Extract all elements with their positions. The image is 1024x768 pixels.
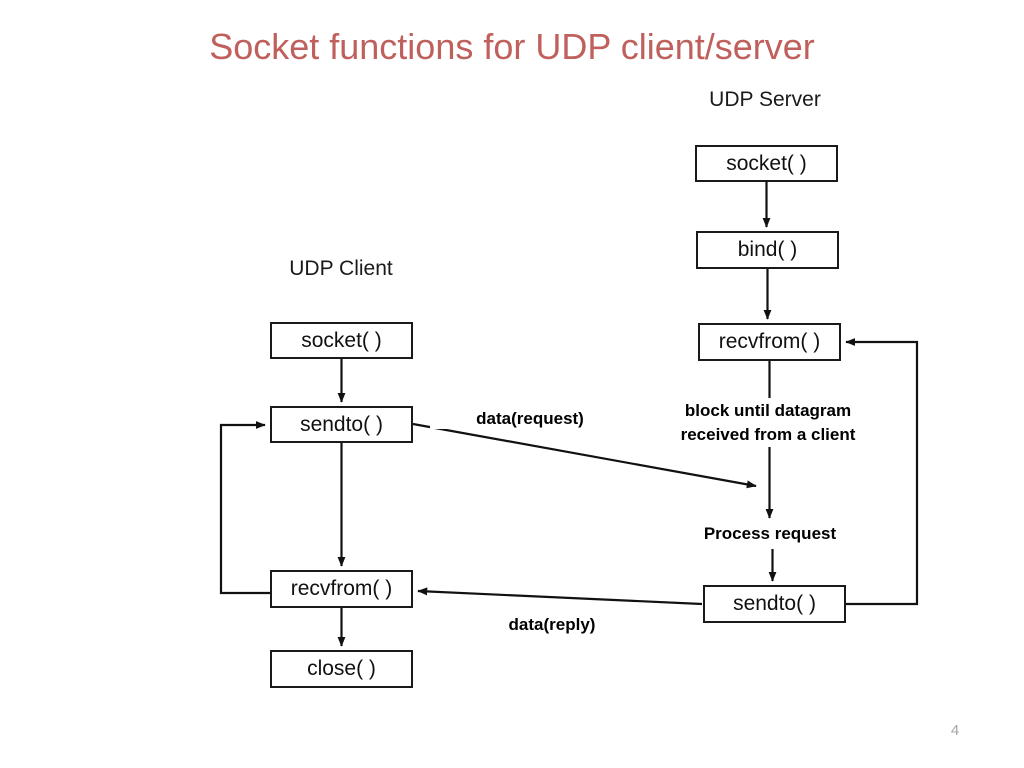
node-server-socket[interactable]: socket( ) bbox=[695, 145, 838, 182]
page-title: Socket functions for UDP client/server bbox=[209, 26, 815, 67]
column-heading-server: UDP Server bbox=[709, 88, 821, 111]
node-client-close[interactable]: close( ) bbox=[270, 650, 413, 688]
annotation-block-until-datagram: block until datagram received from a cli… bbox=[630, 399, 906, 448]
node-server-sendto[interactable]: sendto( ) bbox=[703, 585, 846, 623]
node-client-sendto[interactable]: sendto( ) bbox=[270, 406, 413, 443]
edge-server-loop-sendto-to-recvfrom bbox=[845, 338, 919, 606]
edge-client-loop-recvfrom-to-sendto bbox=[219, 421, 270, 595]
annotation-block-line2: received from a client bbox=[680, 425, 856, 445]
annotation-process-request: Process request bbox=[650, 524, 890, 544]
page-number: 4 bbox=[950, 722, 960, 739]
node-server-bind[interactable]: bind( ) bbox=[696, 231, 839, 269]
annotation-block-line1: block until datagram bbox=[684, 401, 852, 420]
edge-label-data-request: data(request) bbox=[430, 409, 630, 429]
edge-label-data-reply: data(reply) bbox=[462, 615, 642, 635]
node-client-recvfrom[interactable]: recvfrom( ) bbox=[270, 570, 413, 608]
node-server-recvfrom[interactable]: recvfrom( ) bbox=[698, 323, 841, 361]
column-heading-client: UDP Client bbox=[289, 257, 393, 280]
edge-data-reply bbox=[417, 587, 703, 606]
node-client-socket[interactable]: socket( ) bbox=[270, 322, 413, 359]
